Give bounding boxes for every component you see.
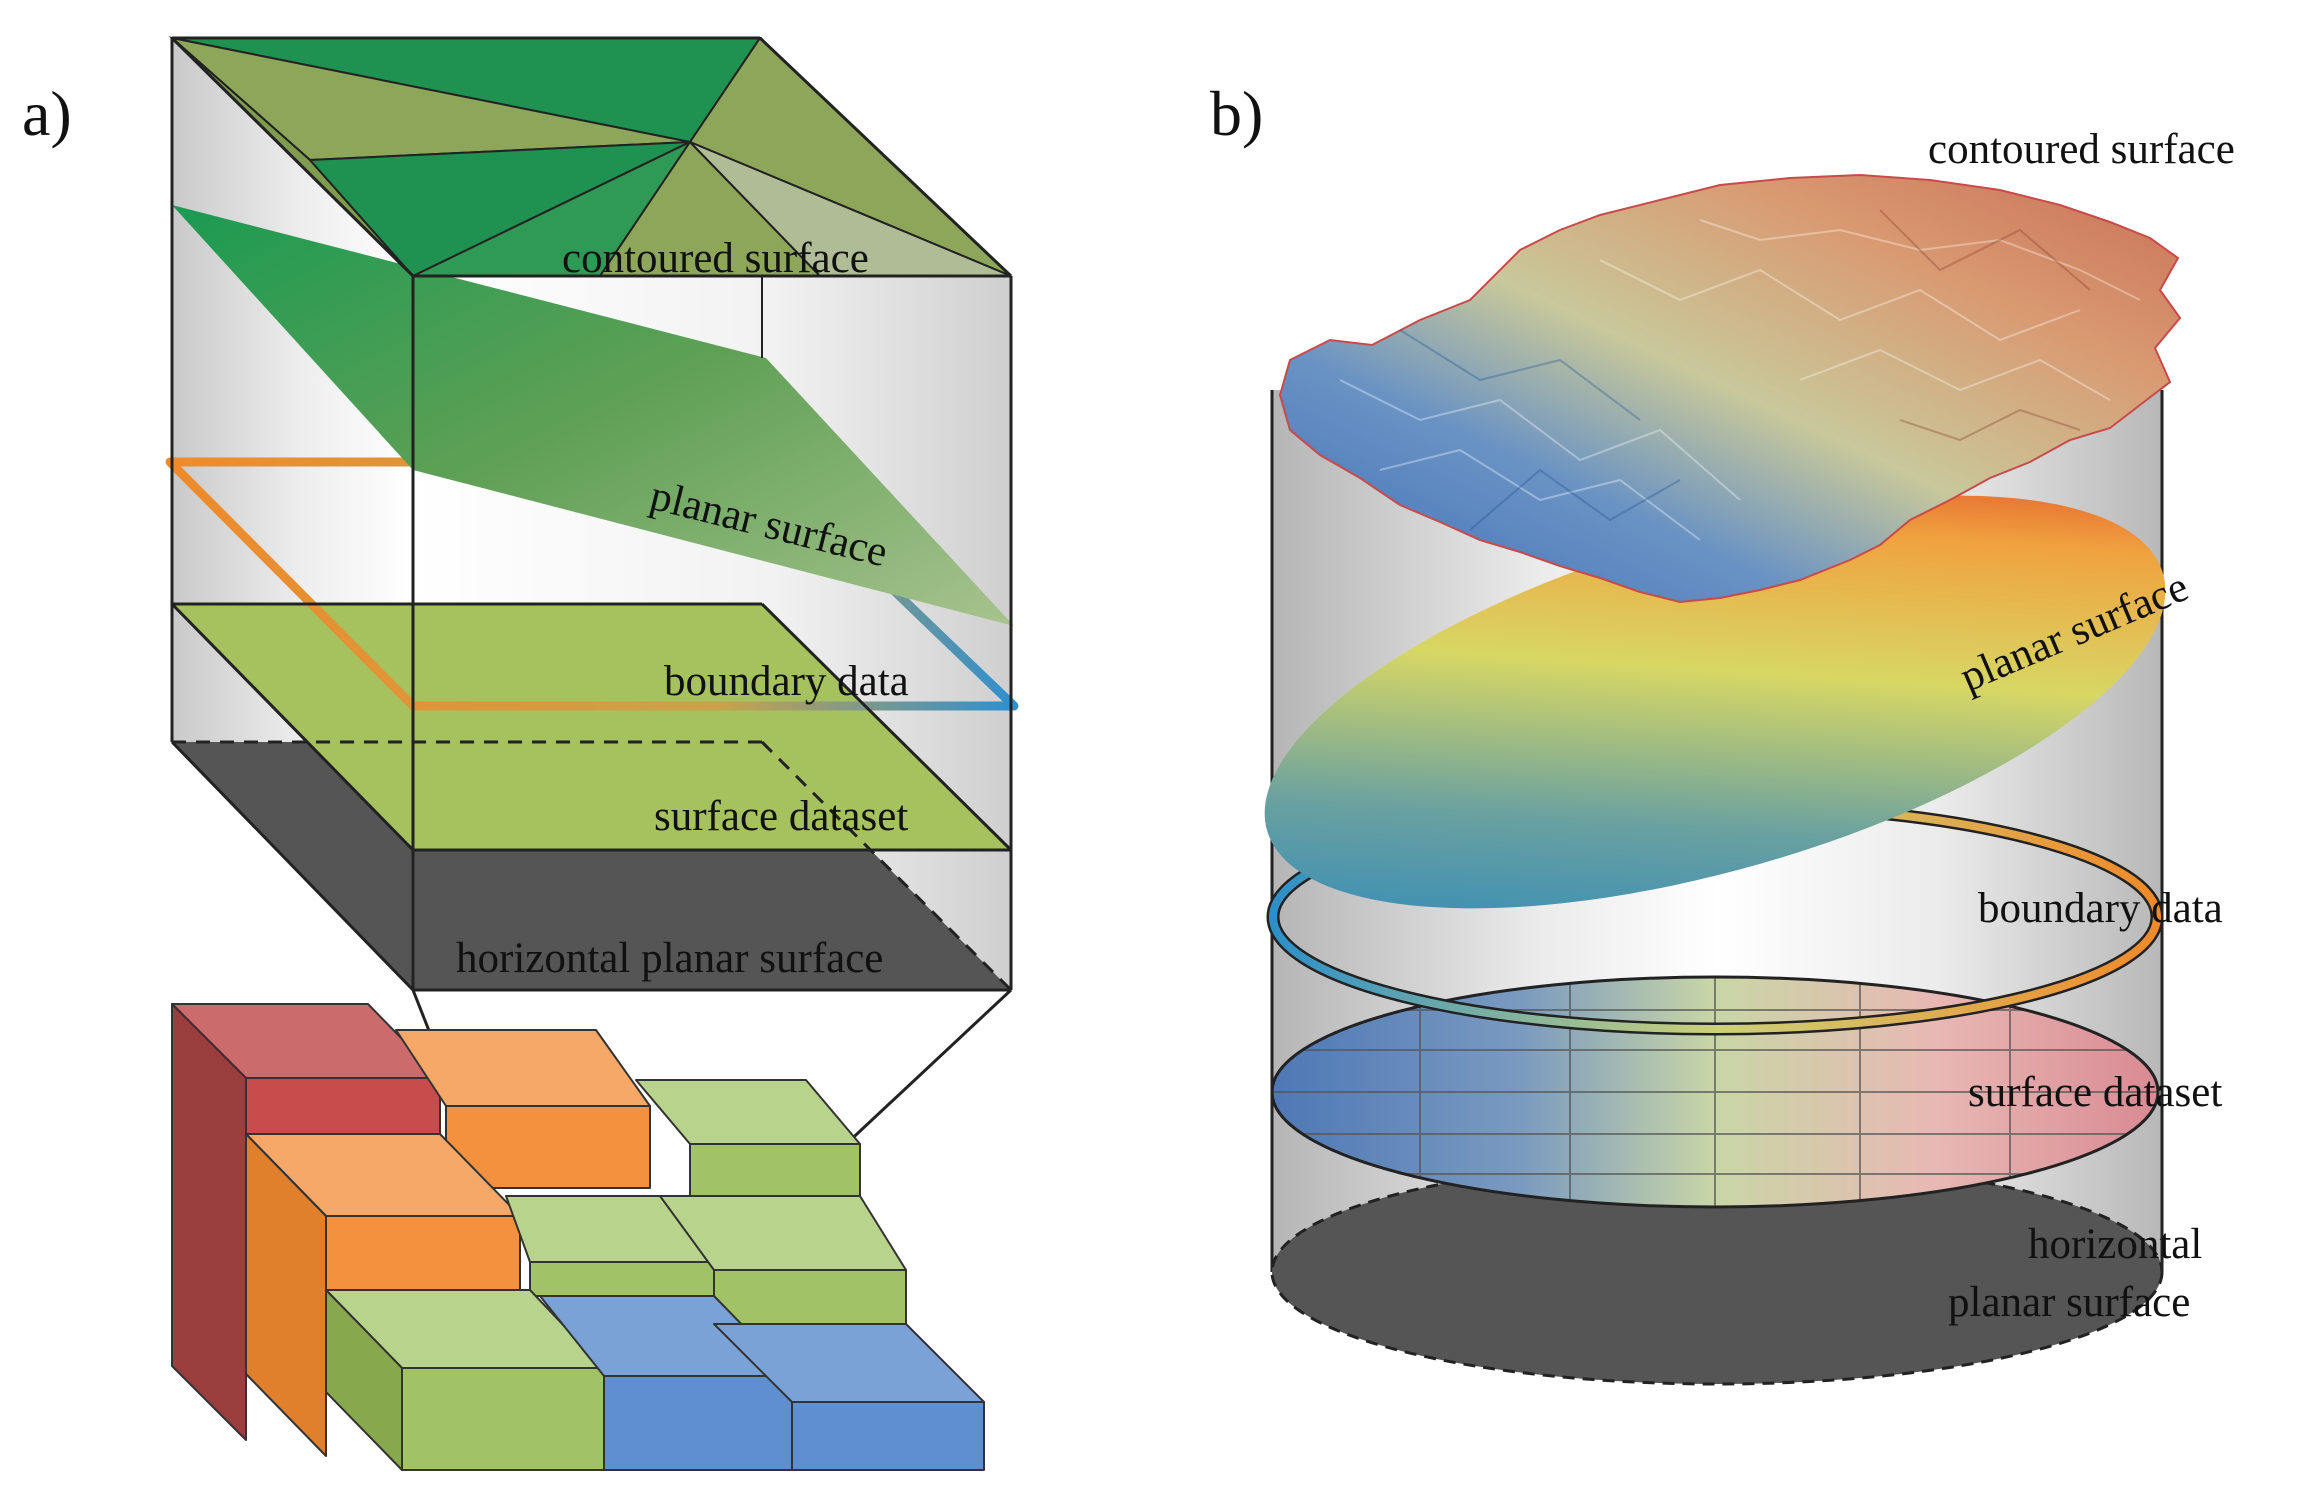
panel-a-blocks [171, 1003, 985, 1471]
panel-b: b) [1210, 78, 2235, 1386]
panel-b-label-dataset: surface dataset [1968, 1069, 2222, 1116]
panel-b-letter: b) [1210, 78, 1263, 149]
panel-a-surface-dataset [172, 604, 1011, 850]
panel-a: a) [22, 36, 1019, 1471]
panel-a-label-boundary: boundary data [664, 658, 909, 705]
panel-a-label-contoured: contoured surface [562, 235, 869, 282]
panel-b-label-contoured: contoured surface [1928, 126, 2235, 173]
panel-b-label-horizontal-1: horizontal [2028, 1221, 2202, 1268]
panel-b-label-horizontal-2: planar surface [1948, 1279, 2190, 1326]
panel-b-surface-dataset [1270, 975, 2160, 1209]
panel-a-label-dataset: surface dataset [654, 793, 908, 840]
panel-a-contoured-surface [168, 36, 1012, 278]
panel-a-label-horizontal: horizontal planar surface [456, 935, 883, 982]
panel-b-horizontal-plane [1270, 1158, 2164, 1386]
panel-a-box-edges [170, 36, 1013, 992]
panel-b-planar-surface [1264, 495, 2166, 909]
panel-b-label-boundary: boundary data [1978, 885, 2223, 932]
panel-a-letter: a) [22, 78, 72, 149]
panel-a-planar-surface [172, 205, 1014, 626]
panel-b-contoured-surface [1278, 173, 2182, 604]
